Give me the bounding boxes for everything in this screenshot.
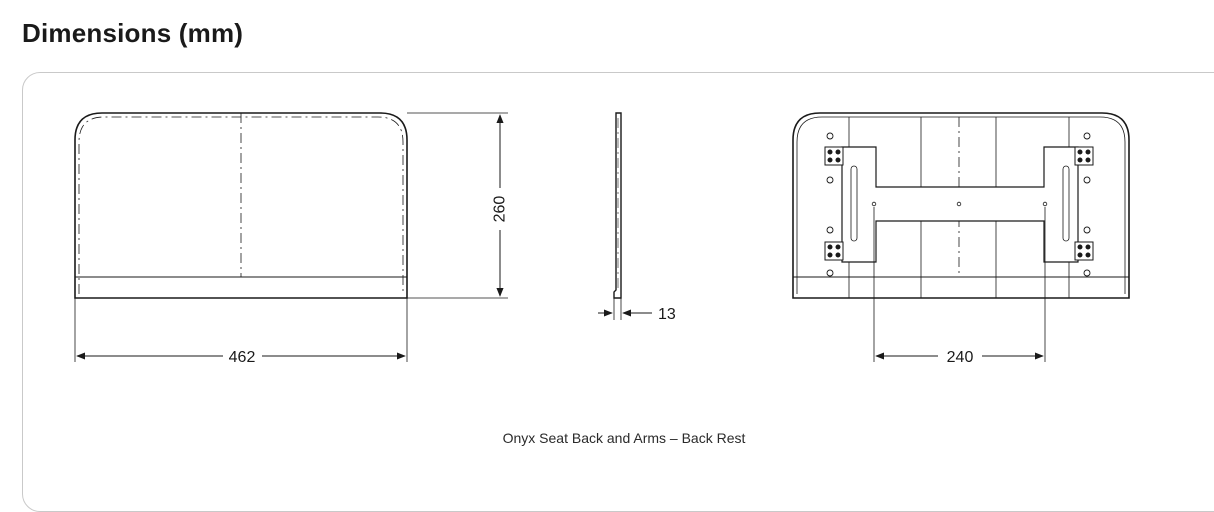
bracket-hole-left: [871, 201, 877, 207]
mount-spacing-dimension: [873, 207, 1046, 362]
rear-view-outline: [792, 112, 1130, 299]
thickness-dimension: [598, 298, 652, 320]
front-view-outline: [74, 112, 408, 299]
bracket-hole-center: [956, 201, 962, 207]
technical-drawing: 260 462 13: [74, 112, 1130, 366]
height-dimension-label: 260: [492, 196, 509, 223]
hinge-plate-bottom-right: [1074, 241, 1094, 261]
drawing-caption: Onyx Seat Back and Arms – Back Rest: [502, 430, 746, 446]
hinge-plate-top-right: [1074, 146, 1094, 166]
width-dimension-label: 462: [229, 349, 256, 366]
screw-hole: [1083, 269, 1091, 277]
screw-hole: [1083, 176, 1091, 184]
bracket-hole-right: [1042, 201, 1048, 207]
side-view-outline: [613, 112, 622, 299]
thickness-dimension-label: 13: [658, 306, 676, 323]
screw-hole: [826, 132, 834, 140]
mounting-bracket: [841, 146, 1079, 263]
screw-hole: [1083, 226, 1091, 234]
screw-hole: [826, 226, 834, 234]
screw-hole: [826, 269, 834, 277]
screw-holes: [826, 132, 1091, 277]
rear-view-inner-outline: [796, 116, 1126, 294]
bracket-slot-left: [850, 165, 858, 242]
front-view: [74, 112, 408, 299]
hinge-plate-top-left: [824, 146, 844, 166]
page-title: Dimensions (mm): [22, 18, 244, 48]
side-view: [613, 112, 622, 299]
height-dimension: [407, 112, 508, 299]
width-dimension: [74, 298, 408, 362]
rear-view: [792, 112, 1130, 299]
bracket-slot-right: [1062, 165, 1070, 242]
screw-hole: [1083, 132, 1091, 140]
mount-spacing-label: 240: [947, 349, 974, 366]
screw-hole: [826, 176, 834, 184]
hinge-plate-bottom-left: [824, 241, 844, 261]
